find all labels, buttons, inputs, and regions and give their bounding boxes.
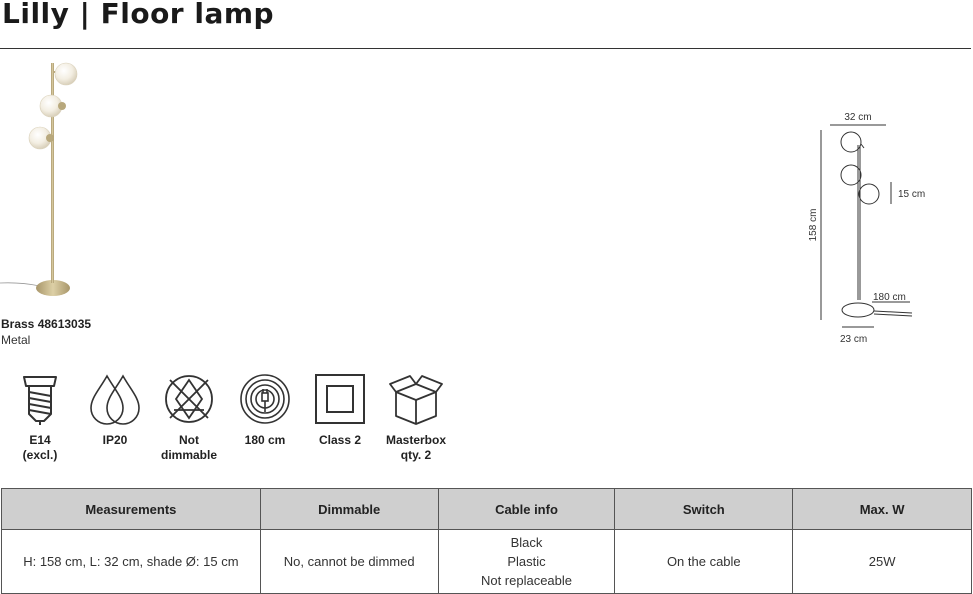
icon-label-line1: Not: [179, 433, 199, 447]
icon-socket: E14 (excl.): [0, 372, 80, 463]
icon-ip: IP20: [75, 372, 155, 448]
cable-coil-icon: [240, 374, 290, 424]
icon-masterbox: Masterbox qty. 2: [376, 372, 456, 463]
not-dimmable-icon: [165, 375, 213, 423]
spec-table: Measurements Dimmable Cable info Switch …: [1, 488, 972, 594]
product-material: Metal: [1, 333, 31, 347]
header-cable-info: Cable info: [437, 488, 616, 530]
cell-switch: On the cable: [614, 529, 794, 594]
drawing-base-label: 23 cm: [840, 334, 867, 345]
product-variant: Brass 48613035: [1, 317, 92, 331]
icon-label-line1: 180 cm: [244, 433, 286, 447]
page-title: Lilly | Floor lamp: [2, 0, 275, 30]
icon-label-line1: IP20: [102, 433, 128, 447]
icon-cable: 180 cm: [225, 372, 305, 448]
header-dimmable: Dimmable: [259, 488, 439, 530]
drawing-shade-label: 15 cm: [898, 189, 925, 200]
icon-class: Class 2: [300, 372, 380, 448]
cell-measurements: H: 158 cm, L: 32 cm, shade Ø: 15 cm: [1, 529, 261, 594]
class-2-icon: [315, 374, 365, 424]
cell-cable-info: Black Plastic Not replaceable: [437, 529, 616, 594]
dimension-drawing: 32 cm 158 cm 15 cm 180 cm 23 cm: [808, 112, 925, 345]
bulb-socket-icon: [23, 376, 57, 425]
icon-label-line2: (excl.): [22, 448, 58, 462]
header-measurements: Measurements: [1, 488, 261, 530]
icon-dimmable: Not dimmable: [149, 372, 229, 463]
icon-label-line2: qty. 2: [400, 448, 432, 462]
cell-max-w: 25W: [792, 529, 972, 594]
table-row: H: 158 cm, L: 32 cm, shade Ø: 15 cm No, …: [1, 529, 972, 594]
drawing-height-label: 158 cm: [808, 209, 819, 242]
icon-label-line1: Masterbox: [385, 433, 447, 447]
water-drops-icon: [90, 374, 140, 425]
header-max-w: Max. W: [792, 488, 972, 530]
drawing-width-label: 32 cm: [844, 112, 871, 123]
product-photo: [0, 62, 78, 296]
table-header-row: Measurements Dimmable Cable info Switch …: [1, 488, 972, 530]
header-switch: Switch: [614, 488, 794, 530]
cable-line-material: Plastic: [507, 554, 546, 569]
icon-label-line1: Class 2: [318, 433, 362, 447]
icon-label-line2: dimmable: [160, 448, 217, 462]
cable-line-color: Black: [510, 535, 543, 550]
drawing-cable-label: 180 cm: [873, 292, 906, 303]
cable-line-replaceable: Not replaceable: [480, 573, 573, 588]
box-icon: [389, 375, 443, 425]
title-divider: [0, 48, 971, 49]
cell-dimmable: No, cannot be dimmed: [259, 529, 439, 594]
icon-label-line1: E14: [29, 433, 51, 447]
